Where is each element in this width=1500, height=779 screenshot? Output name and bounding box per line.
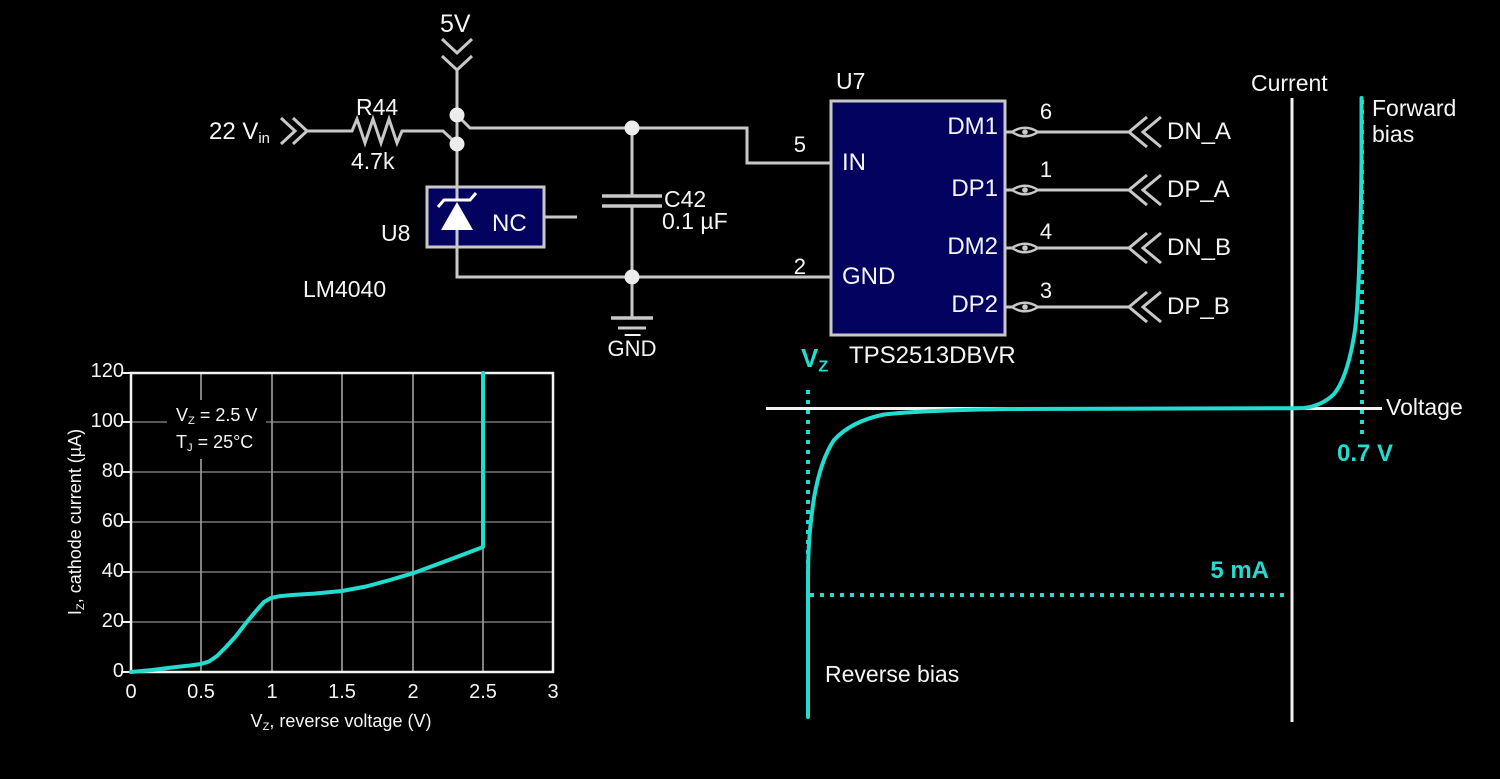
junction-dots bbox=[449, 107, 640, 285]
output-connector-icon bbox=[1140, 173, 1162, 207]
u8-component bbox=[425, 185, 577, 249]
x-tick-05: 0.5 bbox=[187, 681, 215, 703]
y-tick-100: 100 bbox=[90, 410, 124, 432]
ground-label: GND bbox=[607, 336, 657, 361]
u7-designator-label: U7 bbox=[836, 68, 866, 94]
current-value-label: 5 mA bbox=[1210, 557, 1269, 584]
zener-cathode-bar-icon bbox=[436, 192, 478, 208]
x-tick-0: 0 bbox=[125, 681, 137, 703]
net-label-dp-a: DP_A bbox=[1167, 176, 1230, 203]
junction-dot bbox=[449, 136, 465, 152]
u8-body bbox=[425, 185, 546, 249]
output-connector-icon bbox=[1126, 290, 1148, 324]
net-tie-dot bbox=[1022, 129, 1028, 135]
zener-diode-icon bbox=[441, 202, 473, 230]
resistor-value-label: 4.7k bbox=[351, 148, 395, 174]
u7-component bbox=[829, 99, 1007, 337]
diode-figure-plot bbox=[766, 96, 1382, 722]
resistor-symbol bbox=[307, 114, 459, 148]
x-axis-title: VZ, reverse voltage (V) bbox=[250, 711, 432, 734]
voltage-axis-label: Voltage bbox=[1386, 394, 1463, 420]
net-tie-dot bbox=[1022, 187, 1028, 193]
u7-output-pins bbox=[1005, 115, 1162, 324]
x-tick-3: 3 bbox=[547, 681, 559, 703]
zener-chart-plot bbox=[121, 371, 555, 674]
y-tick-20: 20 bbox=[101, 610, 124, 632]
capacitor-value-label: 0.1 µF bbox=[662, 208, 728, 234]
y-tick-60: 60 bbox=[101, 510, 124, 532]
current-axis-label: Current bbox=[1251, 70, 1328, 96]
ground-rail-wire bbox=[455, 247, 831, 279]
y-tick-120: 120 bbox=[90, 360, 124, 382]
u7-part-label: TPS2513DBVR bbox=[849, 342, 1016, 369]
pin-number-dp1: 1 bbox=[1039, 157, 1053, 182]
capacitor-ref-label: C42 bbox=[664, 186, 707, 212]
pin-number-gnd: 2 bbox=[793, 254, 806, 279]
output-connector-icon bbox=[1140, 115, 1162, 149]
pin-name-dp1: DP1 bbox=[951, 175, 998, 202]
u8-nc-pin-label: NC bbox=[492, 210, 527, 237]
pin-number-dm2: 4 bbox=[1039, 219, 1053, 244]
power-flag-icon bbox=[440, 54, 474, 73]
capacitor-plates bbox=[602, 194, 662, 208]
pin-number-dm1: 6 bbox=[1039, 99, 1053, 124]
output-connector-icon bbox=[1126, 173, 1148, 207]
forward-bias-label: Forward bias bbox=[1372, 95, 1457, 148]
output-connector-icon bbox=[1126, 231, 1148, 265]
y-tick-0: 0 bbox=[112, 660, 124, 682]
output-connector-icon bbox=[1140, 231, 1162, 265]
junction-dot bbox=[449, 107, 465, 123]
chart-annotation: VZ = 2.5 V TJ = 25°C bbox=[167, 400, 267, 460]
y-tick-40: 40 bbox=[101, 560, 124, 582]
u7-body bbox=[829, 99, 1007, 337]
y-tick-80: 80 bbox=[101, 460, 124, 482]
junction-dot bbox=[624, 120, 640, 136]
x-tick-15: 1.5 bbox=[328, 681, 356, 703]
pin-name-dm2: DM2 bbox=[947, 233, 998, 260]
pin-name-dp2: DP2 bbox=[951, 291, 998, 318]
junction-dot bbox=[624, 269, 640, 285]
supply-label: 5V bbox=[440, 10, 471, 38]
pin-name-in: IN bbox=[842, 149, 866, 176]
pin-name-gnd: GND bbox=[842, 263, 896, 290]
y-axis-title: IZ, cathode current (µA) bbox=[65, 428, 88, 616]
net-label-dn-b: DN_B bbox=[1167, 234, 1232, 261]
zener-iv-curve bbox=[129, 371, 485, 674]
plot-border bbox=[129, 371, 555, 674]
x-tick-25: 2.5 bbox=[469, 681, 497, 703]
input-connector-icon bbox=[279, 116, 298, 146]
reverse-bias-label: Reverse bias bbox=[825, 661, 960, 687]
u8-part-label: LM4040 bbox=[303, 276, 387, 302]
annotation-tj: TJ = 25°C bbox=[176, 431, 254, 454]
vz-label: VZ bbox=[801, 343, 829, 376]
pin-number-dp2: 3 bbox=[1039, 278, 1053, 303]
annotation-vz: VZ = 2.5 V bbox=[176, 405, 258, 428]
knee-voltage-label: 0.7 V bbox=[1337, 440, 1394, 467]
input-net-label: 22 Vin bbox=[209, 118, 270, 148]
reference-dotted-lines bbox=[806, 100, 1364, 597]
net-label-dn-a: DN_A bbox=[1167, 118, 1232, 145]
x-tick-2: 2 bbox=[407, 681, 419, 703]
net-tie-dot bbox=[1022, 245, 1028, 251]
u8-designator-label: U8 bbox=[381, 220, 411, 246]
pin-name-dm1: DM1 bbox=[947, 113, 998, 140]
resistor-ref-label: R44 bbox=[356, 94, 399, 120]
x-tick-1: 1 bbox=[266, 681, 278, 703]
output-connector-icon bbox=[1140, 290, 1162, 324]
vin-rail-wire bbox=[455, 113, 831, 165]
diode-iv-curve bbox=[806, 96, 1364, 719]
pin-number-in: 5 bbox=[793, 132, 806, 157]
schematic-wires bbox=[279, 37, 831, 330]
y-tick-marks bbox=[121, 372, 130, 673]
output-connector-icon bbox=[1126, 115, 1148, 149]
power-flag-icon bbox=[440, 37, 474, 56]
net-tie-dot bbox=[1022, 304, 1028, 310]
net-label-dp-b: DP_B bbox=[1167, 293, 1230, 320]
